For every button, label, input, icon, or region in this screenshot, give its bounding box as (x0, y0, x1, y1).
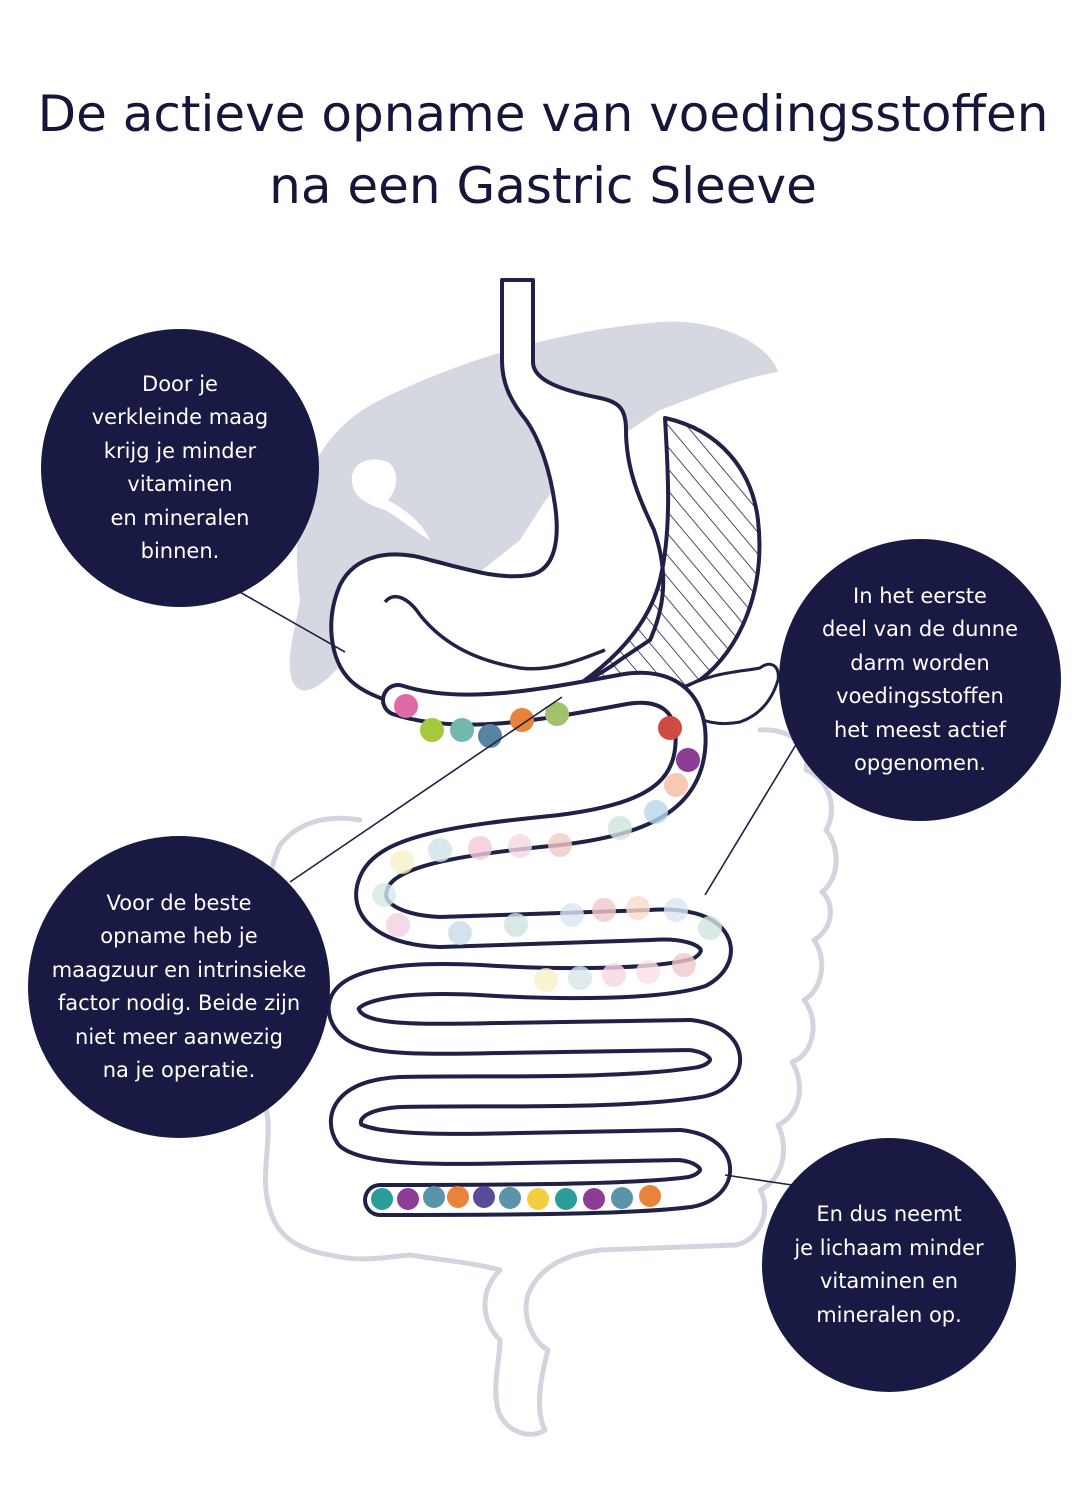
callout-text: In het eerste deel van de dunne darm wor… (821, 583, 1019, 776)
nutrient-dot (602, 963, 626, 987)
nutrient-dot (450, 718, 474, 742)
nutrient-dot (664, 773, 688, 797)
callout-text: Door je verkleinde maag krijg je minder … (91, 371, 269, 564)
leader-line-1 (237, 590, 346, 653)
nutrient-dot (428, 838, 452, 862)
nutrient-dot (394, 694, 418, 718)
nutrient-dot (592, 898, 616, 922)
nutrient-dot (644, 800, 668, 824)
stomach-fold-icon (383, 595, 606, 671)
callout-less-absorption: En dus neemt je lichaam minder vitaminen… (762, 1138, 1016, 1392)
leader-line-4 (724, 1174, 793, 1186)
nutrient-dot (548, 833, 572, 857)
stomach-sleeve-icon (329, 278, 666, 714)
nutrient-dot (499, 1187, 521, 1209)
callout-text: Voor de beste opname heb je maagzuur en … (51, 890, 307, 1083)
nutrient-dot (608, 816, 632, 840)
nutrient-dot (664, 898, 688, 922)
nutrient-dot (555, 1188, 577, 1210)
title-line-2: na een Gastric Sleeve (269, 157, 817, 215)
nutrient-dot (478, 724, 502, 748)
nutrient-dot (698, 916, 722, 940)
leader-line-3 (289, 696, 563, 883)
nutrient-dot (448, 921, 472, 945)
nutrient-dot (545, 702, 569, 726)
nutrient-dot (397, 1188, 419, 1210)
nutrient-dot (473, 1186, 495, 1208)
nutrient-dot (468, 836, 492, 860)
nutrient-dot (372, 883, 396, 907)
small-intestine-icon (326, 670, 742, 1217)
callout-intrinsic-factor: Voor de beste opname heb je maagzuur en … (28, 836, 330, 1138)
page-title: De actieve opname van voedingsstoffen na… (0, 78, 1086, 222)
pancreas-icon (678, 662, 780, 726)
callout-smaller-stomach: Door je verkleinde maag krijg je minder … (41, 329, 319, 607)
callout-text: En dus neemt je lichaam minder vitaminen… (794, 1202, 984, 1327)
nutrient-dot (423, 1186, 445, 1208)
nutrient-dot (371, 1188, 393, 1210)
nutrient-dot (508, 834, 532, 858)
nutrient-dot (611, 1187, 633, 1209)
nutrient-dot (534, 968, 558, 992)
nutrient-dot (390, 850, 414, 874)
nutrient-dot (560, 903, 584, 927)
callout-small-intestine: In het eerste deel van de dunne darm wor… (779, 539, 1061, 821)
nutrient-dot (636, 960, 660, 984)
nutrient-dot (676, 748, 700, 772)
gallbladder-icon (351, 459, 430, 540)
nutrient-dot (658, 716, 682, 740)
nutrient-dot (386, 913, 410, 937)
nutrient-dot (626, 896, 650, 920)
nutrient-dot (447, 1186, 469, 1208)
leader-line-2 (704, 742, 798, 896)
nutrient-dot (527, 1188, 549, 1210)
nutrient-dot (568, 966, 592, 990)
nutrient-dots (371, 694, 722, 1210)
nutrient-dot (420, 718, 444, 742)
title-line-1: De actieve opname van voedingsstoffen (37, 85, 1049, 143)
nutrient-dot (639, 1185, 661, 1207)
nutrient-dot (510, 708, 534, 732)
nutrient-dot (583, 1188, 605, 1210)
nutrient-dot (672, 953, 696, 977)
nutrient-dot (504, 913, 528, 937)
callout-leader-lines (237, 590, 798, 1186)
